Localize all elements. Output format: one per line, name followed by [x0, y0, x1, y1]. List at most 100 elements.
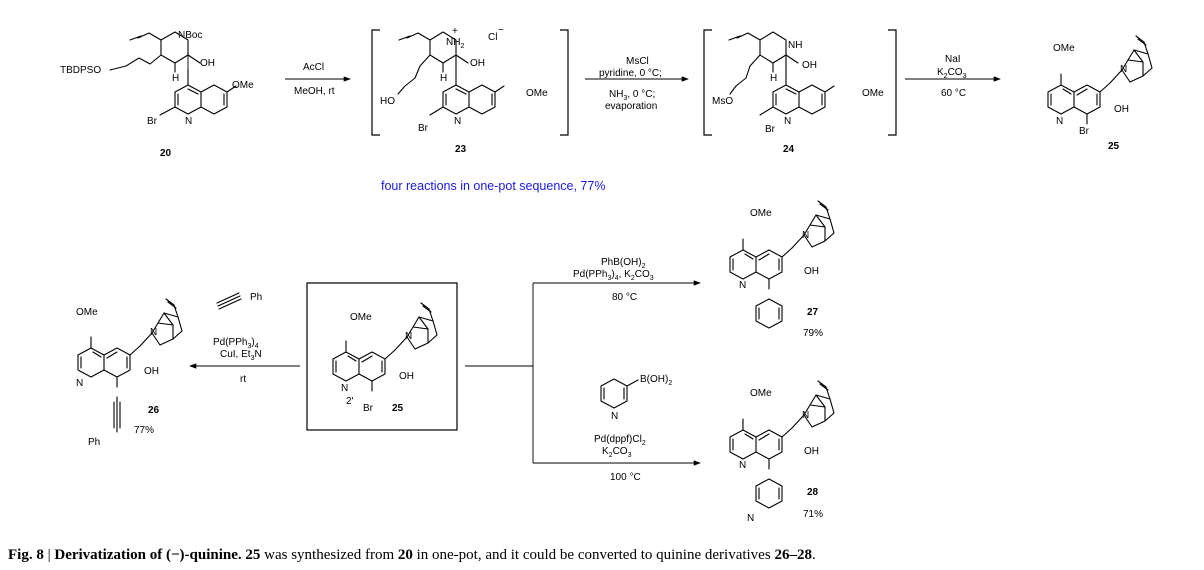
- arrow28-line2: K2CO3: [602, 446, 632, 459]
- c23-ome-label: OMe: [526, 88, 548, 99]
- c23-ho-label: HO: [380, 96, 395, 107]
- arrow2-line1: MsCl: [626, 56, 649, 67]
- c24-n-label: N: [784, 116, 791, 127]
- c23-n-label: N: [454, 116, 461, 127]
- c20-nboc-label: NBoc: [178, 30, 202, 41]
- arrow26-line1: Pd(PPh3)4: [213, 337, 259, 350]
- arrow-step1: AcCl MeOH, rt: [285, 62, 351, 97]
- caption-ref-25: 25: [245, 547, 261, 563]
- arrow1-conditions: MeOH, rt: [294, 86, 335, 97]
- caption-separator: |: [43, 547, 55, 563]
- caption-fig-number: Fig. 8: [8, 547, 44, 563]
- c24-h-label: H: [770, 73, 777, 84]
- arrow27-line1: PhB(OH)2: [601, 257, 646, 270]
- compound-27-label: 27: [807, 307, 819, 318]
- arrow-to-28: B(OH)2 N Pd(dppf)Cl2 K2CO3 100 °C: [594, 374, 672, 483]
- arrow28-line3: 100 °C: [610, 472, 641, 483]
- c24-oh-label: OH: [802, 60, 817, 71]
- compound-26-yield: 77%: [134, 425, 154, 436]
- c26-ph-label: Ph: [88, 437, 100, 448]
- c28-pyridine-n-label: N: [747, 513, 754, 524]
- arrow3-line2: K2CO3: [937, 67, 967, 80]
- pyridine-n-label: N: [611, 411, 618, 422]
- c20-oh-label: OH: [200, 58, 215, 69]
- c24-ome-label: OMe: [862, 88, 884, 99]
- c23-cl-label: Cl: [488, 32, 497, 43]
- c24-nh-label: NH: [788, 40, 802, 51]
- c26-oh-label: OH: [144, 366, 159, 377]
- c23-h-label: H: [440, 73, 447, 84]
- compound-25-top-structure: OMe N N OH Br 25: [1047, 35, 1153, 152]
- c27-oh-label: OH: [804, 266, 819, 277]
- c25-top-br-label: Br: [1079, 126, 1090, 137]
- compound-24-label: 24: [783, 144, 795, 155]
- c28-ome-label: OMe: [750, 388, 772, 399]
- arrow3-line1: NaI: [945, 54, 961, 65]
- compound-26-structure: OMe N N OH Ph 26 77%: [76, 298, 183, 448]
- compound-28-structure: OMe N N OH N 28 71%: [729, 380, 835, 524]
- compound-20-label: 20: [160, 148, 172, 159]
- c25-top-nq-label: N: [1120, 64, 1127, 75]
- c20-n-label: N: [185, 116, 192, 127]
- caption-ref-20: 20: [397, 547, 413, 563]
- boronic-acid-label: B(OH)2: [640, 374, 672, 387]
- arrow28-line1: Pd(dppf)Cl2: [594, 434, 646, 447]
- compound-28-yield: 71%: [803, 509, 823, 520]
- c20-tbdpso-label: TBDPSO: [60, 65, 101, 76]
- c25-top-oh-label: OH: [1114, 104, 1129, 115]
- arrow2-line3: NH3, 0 °C;: [609, 89, 655, 102]
- arrow26-line3: rt: [240, 374, 246, 385]
- arrow-step2: MsCl pyridine, 0 °C; NH3, 0 °C; evaporat…: [585, 56, 689, 112]
- arrow2-line2: pyridine, 0 °C;: [599, 68, 662, 79]
- arrow-step3: NaI K2CO3 60 °C: [905, 54, 1001, 99]
- c25-box-oh-label: OH: [399, 371, 414, 382]
- c23-nh2-label: NH2: [446, 37, 464, 50]
- c24-mso-label: MsO: [712, 96, 733, 107]
- caption-text-2: was synthesized from: [260, 547, 398, 563]
- alkyne-ph-label: Ph: [250, 292, 262, 303]
- reaction-scheme: NBoc H OH OMe TBDPSO Br N 20 AcCl MeOH, …: [60, 25, 1153, 524]
- c24-br-label: Br: [765, 124, 776, 135]
- compound-20-structure: NBoc H OH OMe TBDPSO Br N 20: [60, 30, 254, 159]
- arrow26-line2: CuI, Et3N: [220, 349, 262, 362]
- arrow1-reagent: AcCl: [303, 62, 324, 73]
- compound-23-structure: NH2 + Cl − H OH HO OMe Br N 23: [371, 25, 569, 155]
- arrow-to-26: Ph Pd(PPh3)4 CuI, Et3N rt: [189, 292, 300, 385]
- caption-text-3: in one-pot, and it could be converted to…: [412, 547, 775, 563]
- c26-nq-label: N: [150, 327, 157, 338]
- c28-nq-label: N: [802, 410, 809, 421]
- c27-n-label: N: [739, 280, 746, 291]
- c25-box-br-label: Br: [363, 403, 374, 414]
- c20-h-label: H: [172, 73, 179, 84]
- arrow2-line4: evaporation: [605, 101, 657, 112]
- one-pot-note: four reactions in one-pot sequence, 77%: [381, 179, 605, 193]
- arrow27-line2: Pd(PPh3)4, K2CO3: [573, 269, 654, 282]
- branch-connector: [465, 280, 701, 466]
- arrow3-line3: 60 °C: [941, 88, 966, 99]
- c20-br-label: Br: [147, 116, 158, 127]
- c26-ome-label: OMe: [76, 307, 98, 318]
- c27-ome-label: OMe: [750, 208, 772, 219]
- c27-nq-label: N: [802, 230, 809, 241]
- compound-25-box-label: 25: [392, 403, 404, 414]
- c20-ome-label: OMe: [232, 80, 254, 91]
- compound-27-yield: 79%: [803, 328, 823, 339]
- compound-24-structure: NH H OH MsO OMe Br N 24: [703, 29, 897, 155]
- compound-27-structure: OMe N N OH 27 79%: [729, 200, 835, 339]
- c28-oh-label: OH: [804, 446, 819, 457]
- compound-23-label: 23: [455, 144, 467, 155]
- caption-text-4: .: [811, 547, 816, 563]
- c25-top-ome-label: OMe: [1053, 43, 1075, 54]
- arrow27-line3: 80 °C: [612, 292, 637, 303]
- c23-minus-label: −: [498, 25, 504, 36]
- c23-plus-label: +: [452, 26, 458, 37]
- c25-top-n-label: N: [1056, 116, 1063, 127]
- compound-26-label: 26: [148, 405, 160, 416]
- c25-box-n-label: N: [341, 383, 348, 394]
- c23-br-label: Br: [418, 123, 429, 134]
- c25-box-pos-label: 2': [346, 396, 354, 407]
- c25-box-nq-label: N: [405, 331, 412, 342]
- c25-box-ome-label: OMe: [350, 312, 372, 323]
- compound-28-label: 28: [807, 487, 819, 498]
- compound-25-top-label: 25: [1108, 141, 1120, 152]
